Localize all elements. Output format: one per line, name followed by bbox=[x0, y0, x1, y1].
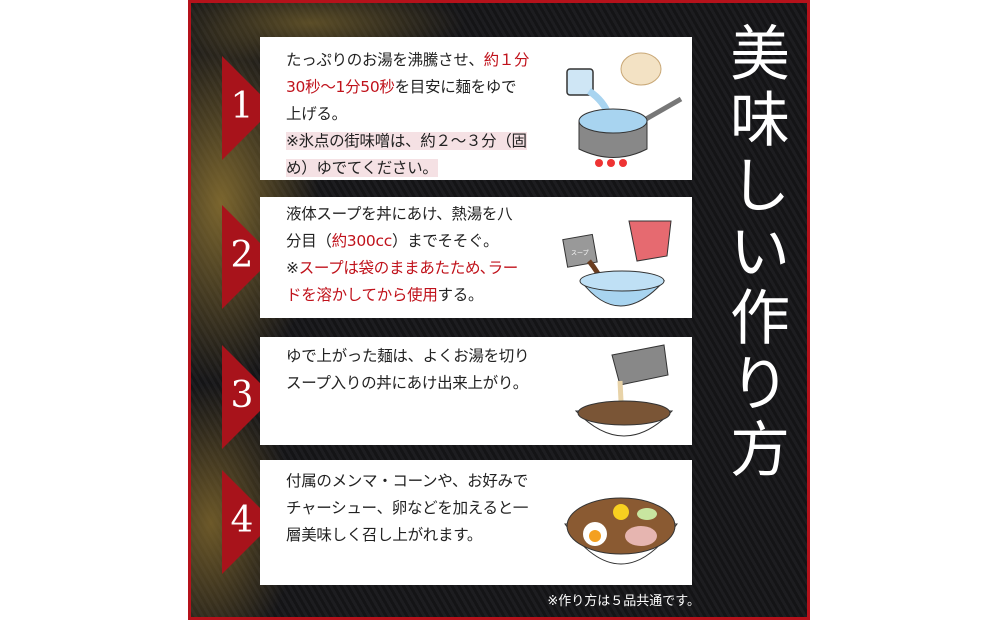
step-1-number: 1 bbox=[230, 86, 254, 127]
footnote: ※作り方は５品共通です。 bbox=[547, 594, 700, 609]
step-3-text: ゆで上がった麺は、よくお湯を切り スープ入りの丼にあけ出来上がり。 bbox=[286, 343, 576, 397]
step-1-text: たっぷりのお湯を沸騰させ、約１分 30秒～1分50秒を目安に麺をゆで 上げる。 … bbox=[286, 47, 561, 182]
text: チャーシュー、卵などを加えると一 bbox=[286, 499, 529, 517]
text-red: 約300cc bbox=[331, 232, 393, 250]
text: を目安に麺をゆで bbox=[394, 78, 517, 96]
step-2-number: 2 bbox=[230, 235, 254, 276]
text-red: スープは袋のままあたため､ラー bbox=[298, 259, 519, 277]
text: 液体スープを丼にあけ、熱湯を八 bbox=[286, 205, 513, 223]
step-2-card: 液体スープを丼にあけ、熱湯を八 分目（約300cc）までそそぐ。 ※スープは袋の… bbox=[260, 197, 692, 318]
title-char: 作 bbox=[730, 284, 790, 354]
text-red: 30秒～1分50秒 bbox=[286, 78, 395, 96]
text: ※ bbox=[286, 259, 299, 277]
text-red: ドを溶かしてから使用 bbox=[286, 286, 438, 304]
text: 上げる。 bbox=[286, 105, 347, 123]
text: する。 bbox=[437, 286, 484, 304]
title-char: い bbox=[730, 218, 790, 288]
title-char: 美 bbox=[730, 20, 790, 90]
ramen-bowl-icon bbox=[564, 497, 678, 565]
text: ゆで上がった麺は、よくお湯を切り bbox=[286, 347, 530, 365]
text: 付属のメンマ・コーンや、お好みで bbox=[286, 472, 528, 490]
title-char: し bbox=[730, 152, 790, 222]
title-char: 味 bbox=[730, 86, 790, 156]
step-4-card: 付属のメンマ・コーンや、お好みで チャーシュー、卵などを加えると一 層美味しく召… bbox=[260, 460, 692, 585]
step-4-text: 付属のメンマ・コーンや、お好みで チャーシュー、卵などを加えると一 層美味しく召… bbox=[286, 468, 576, 549]
boiling-pot-icon bbox=[566, 52, 683, 167]
text-red: 約１分 bbox=[483, 51, 530, 69]
step-4-number: 4 bbox=[230, 500, 254, 541]
text: スープ入りの丼にあけ出来上がり。 bbox=[286, 374, 528, 392]
title-char: 方 bbox=[730, 416, 790, 486]
draining-noodles-icon bbox=[574, 344, 674, 437]
step-1-card: たっぷりのお湯を沸騰させ、約１分 30秒～1分50秒を目安に麺をゆで 上げる。 … bbox=[260, 37, 692, 180]
text: たっぷりのお湯を沸騰させ、 bbox=[286, 51, 484, 69]
title-char: り bbox=[730, 350, 790, 420]
text: 分目（ bbox=[286, 232, 332, 250]
text: ）までそそぐ。 bbox=[391, 232, 499, 250]
step-3-number: 3 bbox=[230, 375, 254, 416]
note-highlight: め）ゆでてください。 bbox=[286, 159, 438, 177]
step-2-text: 液体スープを丼にあけ、熱湯を八 分目（約300cc）までそそぐ。 ※スープは袋の… bbox=[286, 201, 561, 309]
step-3-card: ゆで上がった麺は、よくお湯を切り スープ入りの丼にあけ出来上がり。 bbox=[260, 337, 692, 445]
note-highlight: ※氷点の街味噌は、約２～３分（固 bbox=[286, 132, 527, 150]
vertical-title: 美 味 し い 作 り 方 bbox=[720, 22, 800, 484]
kettle-bowl-icon: スープ bbox=[562, 220, 672, 307]
packet-label: スープ bbox=[571, 250, 589, 257]
text: 層美味しく召し上がれます。 bbox=[286, 526, 483, 544]
